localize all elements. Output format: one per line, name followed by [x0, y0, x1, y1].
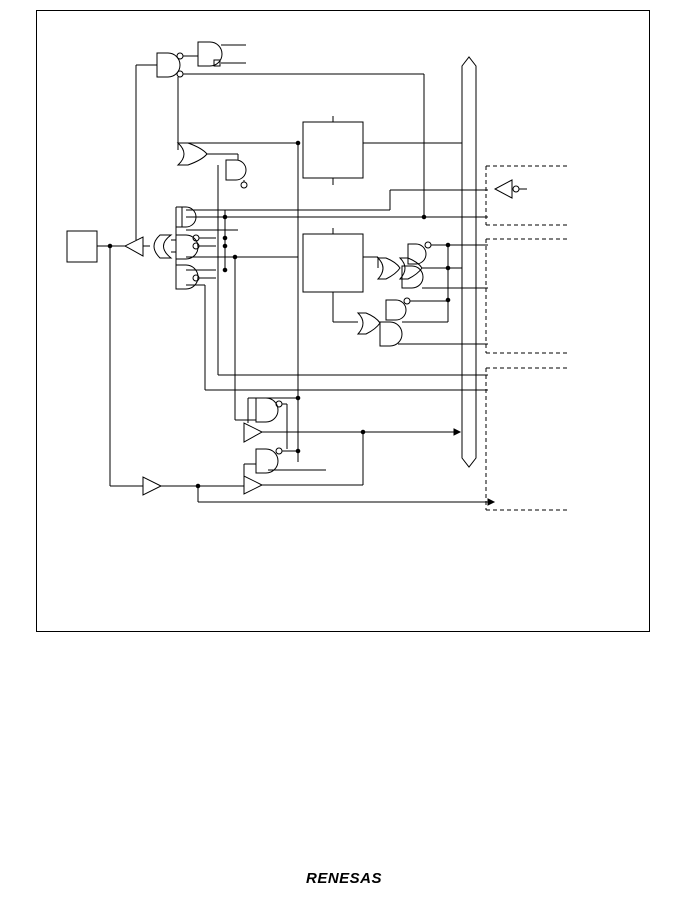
output-inverter: [493, 179, 513, 199]
diagram-frame: [36, 10, 650, 632]
input-buffer: [123, 236, 144, 257]
and-gate-top-left: [156, 52, 181, 78]
inverter-bubble: [240, 181, 248, 189]
right-gates-lower: [356, 297, 488, 347]
or-gate-input: [153, 234, 173, 259]
inverter-bubble: [176, 52, 184, 60]
internal-data-bus: [461, 56, 477, 468]
external-boundary: [485, 165, 570, 511]
right-gates-upper: [376, 241, 488, 322]
renesas-logo: RENESAS: [305, 870, 383, 887]
top-gate-group: [135, 41, 425, 240]
and-gate-top-right: [197, 41, 223, 67]
register-block-lower: [302, 233, 364, 293]
lower-gate-group: [142, 257, 496, 506]
and-gate-small: [225, 159, 247, 181]
mid-gate-group: [176, 140, 301, 375]
stacked-gates: [171, 189, 488, 391]
pin-box: [66, 230, 98, 263]
inverter-bubble: [176, 70, 184, 78]
or-gate-upper: [176, 142, 208, 166]
register-block-upper: [302, 121, 364, 179]
